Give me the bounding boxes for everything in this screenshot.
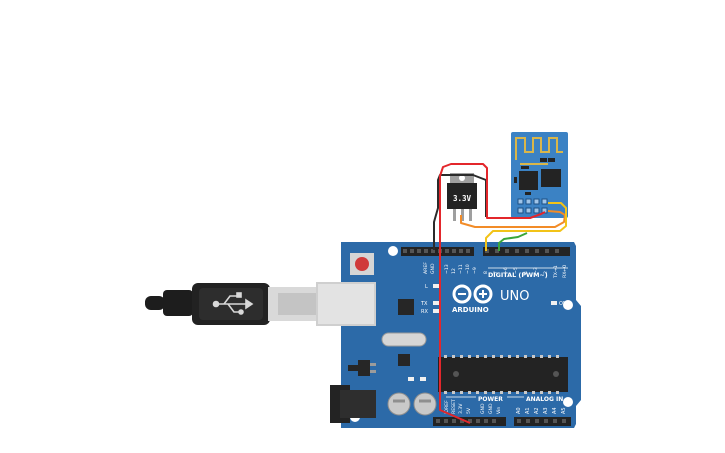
usb-cable[interactable] (145, 283, 318, 325)
esp-pins (517, 198, 548, 214)
atmega328p-chip (438, 357, 568, 392)
power-label: POWER (478, 396, 503, 403)
antenna-trace-icon (515, 137, 563, 165)
power-pin-labels: IOREF RESET 3.3V 5V GND GND Vin (444, 399, 502, 414)
pin-label: ~13 (444, 264, 450, 274)
pin-label: Vin (496, 407, 502, 414)
brand-label: ARDUINO (452, 306, 489, 314)
pin-label: A2 (534, 407, 540, 414)
pin-label: 3.3V (458, 403, 464, 414)
pin-label: 2 (543, 271, 549, 274)
rx-led (433, 309, 439, 313)
usb-symbol-icon (212, 292, 254, 315)
crystal-oscillator (381, 332, 427, 347)
wire-red[interactable] (439, 163, 546, 424)
pin-label: 8 (483, 271, 489, 274)
pin-label: TX→1 (553, 265, 559, 279)
pin-label: RX←0 (562, 265, 568, 278)
l-led (433, 284, 439, 288)
pin-label: ~3 (533, 267, 539, 274)
wire-orange[interactable] (460, 210, 566, 228)
pin-label: GND (430, 263, 436, 274)
pin-label: ~9 (472, 267, 478, 274)
pin-label: ~11 (458, 264, 464, 274)
on-label: ON (559, 301, 567, 307)
pin-label: ~10 (465, 264, 471, 274)
onboard-regulator (358, 360, 370, 376)
pin-label: A3 (543, 407, 549, 414)
pin-label: GND (480, 403, 486, 414)
arduino-uno-board[interactable]: AREF GND ~13 12 ~11 ~10 ~9 8 7 ~6 ~5 4 ~… (316, 242, 581, 428)
wires (433, 163, 567, 424)
digital-label: DIGITAL (PWM~) (488, 271, 548, 279)
usb-interface-chip (398, 299, 414, 315)
rx-led-label: RX (421, 309, 428, 315)
esp8266-wifi-module[interactable] (511, 132, 568, 218)
analog-header (514, 417, 571, 426)
esp-chip (519, 171, 538, 190)
model-label: UNO (500, 289, 529, 304)
pin-label: 5V (466, 407, 472, 414)
mounting-hole (388, 246, 398, 256)
small-chip (398, 354, 410, 366)
voltage-regulator-3v3[interactable]: 3.3V (447, 173, 477, 221)
wire-green[interactable] (498, 232, 528, 251)
digital-header-left (401, 247, 474, 256)
cable-strain-relief (145, 296, 165, 310)
pin-label: 7 (493, 271, 499, 274)
mounting-hole (563, 300, 573, 310)
tx-led (433, 301, 439, 305)
pin-label: 12 (451, 268, 457, 274)
esp-flash-chip (541, 169, 561, 187)
wire-yellow[interactable] (485, 202, 567, 251)
regulator-body (447, 183, 477, 209)
capacitor (387, 392, 411, 416)
analog-pin-labels: A0 A1 A2 A3 A4 A5 (516, 407, 567, 414)
pin-label: GND (488, 403, 494, 414)
analog-label: ANALOG IN (526, 396, 563, 403)
pin-label: A0 (516, 407, 522, 414)
pin-label: A1 (525, 407, 531, 414)
pin-label: A4 (552, 407, 558, 414)
arduino-logo-icon (452, 284, 493, 304)
digital-pin-labels: AREF GND ~13 12 ~11 ~10 ~9 8 7 ~6 ~5 4 ~… (423, 262, 568, 279)
pin-label: IOREF (444, 400, 450, 414)
tx-led-label: TX (420, 301, 428, 307)
capacitor (413, 392, 437, 416)
on-led (551, 301, 557, 305)
pin-label: A5 (561, 407, 567, 414)
regulator-label: 3.3V (453, 194, 472, 203)
pin-label: ~6 (503, 267, 509, 274)
pin-label: ~5 (513, 267, 519, 274)
pin-label: 4 (523, 271, 529, 274)
esp-pcb (511, 132, 568, 218)
pin-label: AREF (423, 262, 429, 274)
pin-label: RESET (451, 399, 457, 414)
l-led-label: L (425, 284, 428, 290)
mounting-hole (563, 397, 573, 407)
